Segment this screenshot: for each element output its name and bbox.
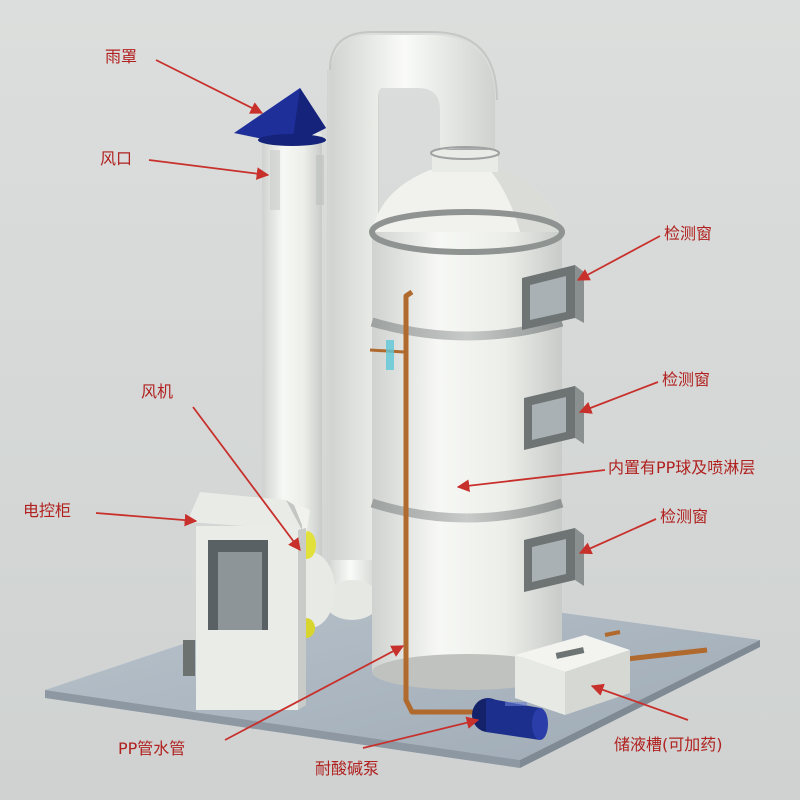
rain-cap: [234, 88, 326, 146]
inspection-window-2: [524, 386, 584, 450]
label-rain-cap: 雨罩: [105, 47, 138, 66]
control-cabinet: [183, 492, 306, 710]
label-inspection-window-2: 检测窗: [662, 370, 711, 389]
connecting-duct: [300, 31, 499, 620]
label-air-outlet: 风口: [100, 149, 133, 168]
label-inspection-window-1: 检测窗: [664, 224, 713, 243]
label-pump: 耐酸碱泵: [315, 759, 380, 778]
acid-alkali-pump: [472, 698, 548, 740]
label-inspection-window-3: 检测窗: [660, 507, 709, 526]
label-fan: 风机: [141, 382, 174, 401]
label-pp-pipe: PP管水管: [118, 739, 186, 758]
label-control-cabinet: 电控柜: [23, 501, 72, 520]
label-internal-packing: 内置有PP球及喷淋层: [608, 458, 756, 477]
inspection-window-3: [524, 528, 584, 592]
storage-tank: [515, 635, 630, 715]
annotation-arrows: [95, 59, 689, 749]
label-storage-tank: 储液槽(可加药): [614, 735, 723, 754]
